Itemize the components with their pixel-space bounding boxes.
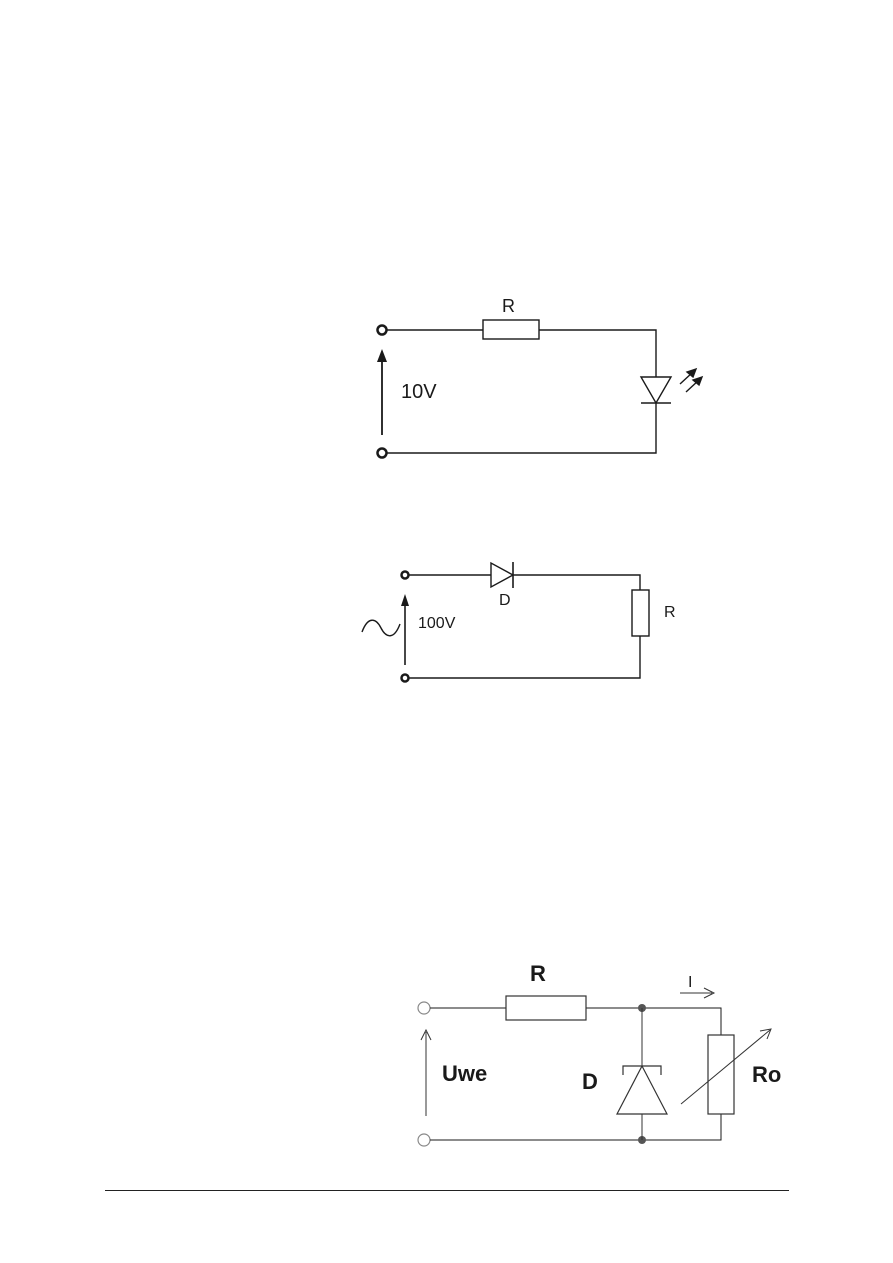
resistor-label: R <box>530 961 546 986</box>
resistor-r <box>482 319 540 340</box>
terminal-top <box>417 1001 431 1015</box>
current-label: I <box>688 974 692 991</box>
terminal-top <box>400 570 410 580</box>
variable-arrow <box>680 1028 772 1105</box>
voltage-arrow <box>420 1028 432 1116</box>
footer-rule <box>105 1190 789 1191</box>
voltage-label: 100V <box>418 615 456 632</box>
diode-label: D <box>582 1069 598 1094</box>
ac-source-icon <box>361 619 401 637</box>
light-emission-arrows <box>679 367 704 393</box>
diode-label: D <box>499 592 511 609</box>
resistor-r <box>505 995 587 1021</box>
terminal-bottom <box>417 1133 431 1147</box>
terminal-bottom <box>400 673 410 683</box>
led-symbol <box>639 367 704 405</box>
circuit-rectifier: D R 100V <box>361 561 676 683</box>
wire-bottom <box>430 1114 722 1141</box>
load-resistor-ro <box>707 1034 735 1115</box>
wire-top <box>409 574 641 590</box>
wire-top <box>430 1007 722 1035</box>
current-arrow <box>680 987 716 999</box>
diode-d <box>490 561 515 589</box>
voltage-arrow <box>377 349 387 435</box>
resistor-label: R <box>502 296 515 316</box>
terminal-top <box>376 324 388 336</box>
wire-bottom <box>409 636 641 679</box>
resistor-r <box>631 589 650 637</box>
zener-diode-d <box>616 1008 668 1140</box>
circuit-zener: R I D Ro Uwe <box>417 961 781 1147</box>
voltage-label: 10V <box>401 381 437 403</box>
input-voltage-label: Uwe <box>442 1061 487 1086</box>
load-label: Ro <box>752 1062 781 1087</box>
terminal-bottom <box>376 447 388 459</box>
resistor-label: R <box>664 604 676 621</box>
voltage-arrow <box>401 594 409 665</box>
wire-top <box>387 329 657 377</box>
wire-bottom <box>387 403 657 454</box>
circuit-led: R 10V <box>376 296 704 459</box>
